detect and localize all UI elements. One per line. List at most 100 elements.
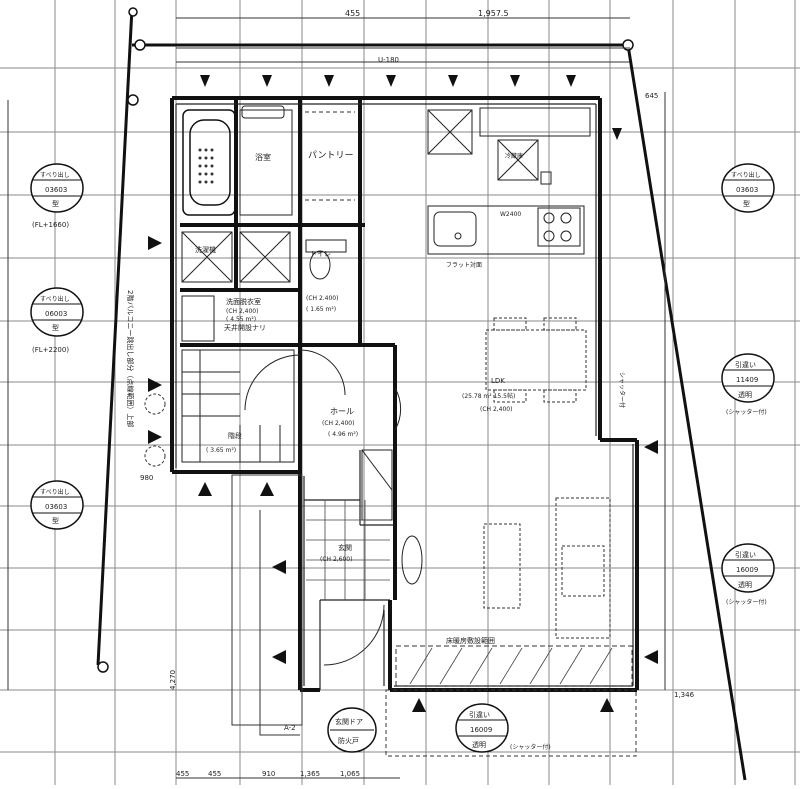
dim-bl: 4,270	[169, 670, 177, 690]
shoe-closet-diag	[361, 449, 393, 491]
pantry-shelves	[305, 111, 355, 201]
heating-note: 床暖房敷設範囲	[446, 636, 495, 645]
hall-area: ( 4.96 m²)	[328, 431, 358, 438]
living-furniture	[483, 497, 611, 639]
right-note: シャッター付	[618, 372, 626, 408]
window-callout-3: すべり出し 03603 型	[30, 480, 84, 530]
w6-note: (シャッター付)	[726, 598, 767, 606]
toilet-fixture	[305, 239, 347, 280]
window-callout-5: 引違い 11409 透明 (シャッター付)	[721, 353, 775, 416]
dim-br: 1,346	[674, 691, 695, 699]
fire-door-label: 防火戸	[338, 736, 359, 745]
w1-code: 03603	[45, 186, 67, 194]
dim-right-1: 645	[645, 92, 658, 100]
window-callout-7: 引違い 16009 透明 (シャッター付)	[455, 703, 551, 753]
dim-bottom-1: 455	[208, 770, 221, 778]
window-callout-4: すべり出し 03603 型	[721, 163, 775, 213]
w2-type: 型	[52, 323, 59, 332]
w4-type: 型	[743, 199, 750, 208]
stairs	[181, 349, 301, 463]
ldk-label: LDK	[491, 377, 505, 385]
shoe-closet	[361, 449, 393, 521]
exterior-units	[144, 393, 166, 467]
w5-note: (シャッター付)	[726, 408, 767, 416]
heating-hatch	[409, 647, 613, 685]
w1-title: すべり出し	[40, 171, 70, 179]
site-boundary	[96, 7, 747, 781]
stairs-area: ( 3.65 m²)	[206, 447, 236, 454]
ldk-ch: (CH 2,400)	[480, 406, 512, 413]
dim-bottom-0: 455	[176, 770, 189, 778]
washroom-label: 洗面脱衣室	[226, 297, 261, 306]
dim-bottom-3: 1,365	[300, 770, 320, 778]
porch-approach	[259, 510, 300, 736]
outlet-icon	[540, 171, 552, 185]
pantry-box	[427, 109, 473, 155]
bath-label: 浴室	[255, 152, 271, 162]
thin-walls	[175, 103, 634, 690]
w2-title: すべり出し	[40, 295, 70, 303]
boundary-marker	[97, 661, 109, 673]
washroom-area: ( 4.55 m²)	[226, 316, 256, 323]
dim-top-3: U-180	[378, 56, 399, 64]
w2-fl: (FL+2200)	[32, 346, 69, 354]
kitchen-counter-label: フラット対面	[446, 261, 482, 269]
kitchen	[427, 205, 585, 255]
vertical-note: 2階バルコニー跳出し部分（点線範囲）上部	[126, 290, 135, 427]
a2-label: A-2	[284, 724, 296, 732]
entrance-door-swing	[323, 604, 385, 666]
entrance-door-label: 玄関ドア	[335, 717, 363, 726]
bathtub	[182, 109, 236, 216]
dimension-lines	[7, 17, 666, 779]
ceiling-note: 天井開設ナリ	[224, 323, 266, 332]
toilet-area: ( 1.65 m²)	[306, 306, 336, 313]
entrance-label: 玄関	[338, 543, 352, 552]
walls	[170, 96, 639, 692]
washer	[181, 231, 291, 283]
w3-title: すべり出し	[40, 488, 70, 496]
entrance-floor	[306, 500, 390, 600]
boundary-marker	[134, 39, 146, 51]
window-callout-6: 引違い 16009 透明 (シャッター付)	[721, 543, 775, 606]
w1-type: 型	[52, 199, 59, 208]
dining-table	[485, 317, 587, 403]
dim-left: 980	[140, 474, 153, 482]
window-markers	[148, 75, 658, 712]
w6-title: 引違い	[735, 550, 756, 559]
hall-ch: (CH 2,400)	[322, 420, 354, 427]
w3-code: 03603	[45, 503, 67, 511]
terrace-outline	[385, 689, 637, 757]
w5-type: 透明	[738, 391, 752, 399]
w3-type: 型	[52, 516, 59, 525]
w6-type: 透明	[738, 581, 752, 589]
fridge	[497, 139, 539, 181]
window-callout-2: すべり出し 06003 型 (FL+2200)	[30, 287, 84, 354]
toilet-ch: (CH 2.400)	[306, 295, 338, 302]
kitchen-width: W2400	[500, 211, 521, 218]
w4-title: すべり出し	[731, 171, 761, 179]
w2-code: 06003	[45, 310, 67, 318]
w6-code: 16009	[736, 566, 758, 574]
fridge-label: 冷蔵庫	[505, 152, 523, 160]
w7-code: 16009	[470, 726, 492, 734]
entrance-ch: (CH 2,600)	[320, 556, 352, 563]
washer-label: 洗濯機	[195, 245, 216, 254]
w7-note: (シャッター付)	[510, 743, 551, 751]
hall-door-swing	[394, 387, 402, 431]
dim-bottom-4: 1,065	[340, 770, 360, 778]
bath-floor	[239, 109, 293, 216]
dim-top-2: 1,957.5	[478, 9, 509, 18]
upper-cabinet	[479, 107, 591, 137]
dim-bottom-2: 910	[262, 770, 275, 778]
toilet-label: トイレ	[310, 250, 331, 258]
w5-title: 引違い	[735, 360, 756, 369]
boundary-marker	[128, 7, 138, 17]
w1-fl: (FL+1660)	[32, 221, 69, 229]
hall-label: ホール	[330, 407, 354, 416]
ldk-area: (25.78 m² 15.5帖)	[462, 392, 515, 400]
porch-outline	[231, 474, 303, 726]
entrance-mat	[401, 535, 423, 585]
boundary-marker	[127, 94, 139, 106]
